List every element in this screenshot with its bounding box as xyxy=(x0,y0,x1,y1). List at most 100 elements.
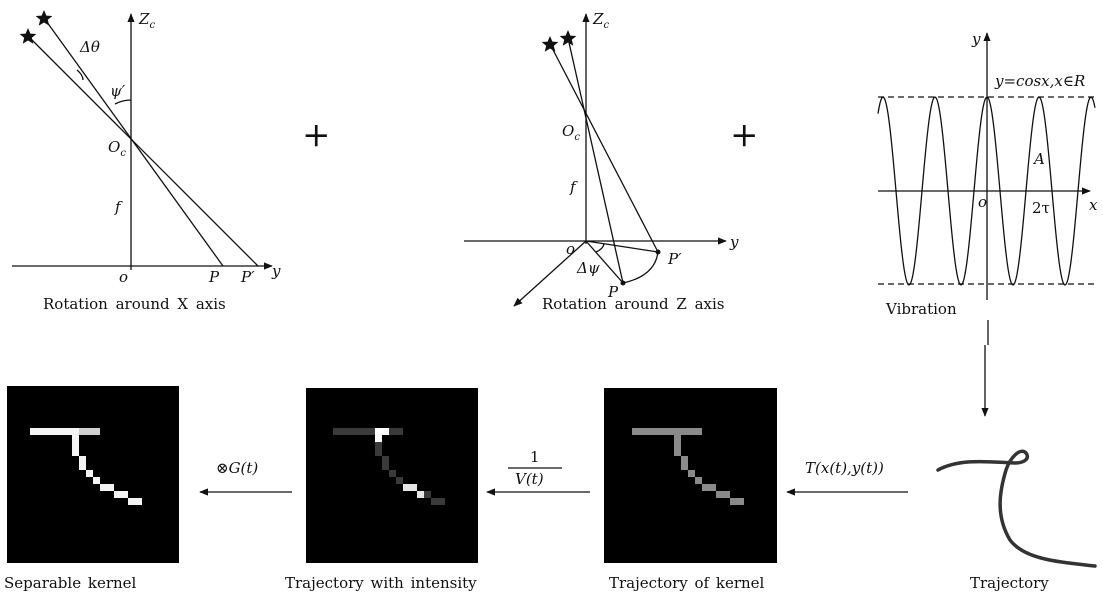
kernel-pixel xyxy=(114,491,121,498)
star-icon xyxy=(541,36,559,52)
kernel-pixel xyxy=(709,484,716,491)
kernel-pixel xyxy=(72,428,79,435)
bottom-arrows xyxy=(199,467,908,496)
origin-label: o xyxy=(119,268,128,286)
kernel-pixel xyxy=(375,435,382,442)
base-to-p xyxy=(585,240,624,284)
svg-text:Oc: Oc xyxy=(108,138,126,159)
delta-psi-arc xyxy=(595,243,605,253)
delta-psi-label: Δψ xyxy=(576,259,600,277)
kernel-pixel xyxy=(107,484,114,491)
kernel-pixel xyxy=(72,435,79,442)
point-p-dot xyxy=(620,280,626,286)
points-z xyxy=(620,249,661,286)
kernel-pixel xyxy=(431,498,438,505)
origin-label: o xyxy=(566,240,575,258)
rotation-arc xyxy=(622,251,659,284)
kernel-pixel xyxy=(639,428,646,435)
kernel-pixel xyxy=(37,428,44,435)
p-prime-label: P′ xyxy=(667,250,682,268)
kernel-pixel xyxy=(681,463,688,470)
kernel-pixel xyxy=(716,491,723,498)
kernel-pixel xyxy=(674,442,681,449)
p-label: P xyxy=(607,283,619,301)
y-label: y xyxy=(729,233,739,251)
panel-rotation-z xyxy=(464,13,727,307)
kernel-pixel xyxy=(375,442,382,449)
intensity-image xyxy=(306,388,478,563)
separable-trajectory-pixels xyxy=(30,428,142,505)
x-axis-diag xyxy=(513,240,587,307)
panel-rotation-x xyxy=(12,13,273,270)
stars-x xyxy=(19,10,53,44)
kernel-pixel xyxy=(382,463,389,470)
kernel-pixel xyxy=(403,484,410,491)
kernel-pixel xyxy=(375,428,382,435)
kernel-pixel xyxy=(737,498,744,505)
kernel-pixel xyxy=(100,484,107,491)
arrow2-numerator: 1 xyxy=(530,448,540,466)
kernel-pixel xyxy=(674,449,681,456)
kernel-pixel xyxy=(695,477,702,484)
point-p-prime-dot xyxy=(655,249,661,255)
kernel-pixel xyxy=(681,456,688,463)
kernel-pixel xyxy=(347,428,354,435)
kernel-pixel xyxy=(653,428,660,435)
kernel-pixel xyxy=(646,428,653,435)
labels-z: Zc Oc f o y Δψ P P′ xyxy=(562,10,739,301)
kernel-pixel xyxy=(79,428,86,435)
kernel-pixel xyxy=(382,428,389,435)
plus-sign: + xyxy=(302,115,331,155)
p-label: P xyxy=(208,268,220,286)
kernel-pixel xyxy=(417,491,424,498)
arrow3-label: ⊗G(t) xyxy=(216,459,258,477)
psi-prime-label: ψ′ xyxy=(110,82,126,100)
equation-label: y=cosx,x∈R xyxy=(994,72,1085,90)
labels-x: Zc Δθ ψ′ Oc f o P P′ y xyxy=(79,10,281,286)
delta-theta-arc xyxy=(76,69,84,81)
period-label: 2τ xyxy=(1032,199,1050,217)
kernel-pixel xyxy=(51,428,58,435)
caption-separable-kernel: Separable kernel xyxy=(4,574,137,592)
kernel-pixel xyxy=(93,477,100,484)
kernel-pixel xyxy=(44,428,51,435)
kernel-pixel xyxy=(424,491,431,498)
kernel-pixel xyxy=(79,456,86,463)
y-label: y xyxy=(271,262,281,280)
oc-label: O xyxy=(108,138,120,156)
f-label: f xyxy=(569,178,578,196)
kernel-pixel xyxy=(389,470,396,477)
kernel-pixel xyxy=(79,463,86,470)
caption-rotation-x: Rotation around X axis xyxy=(43,295,226,313)
trajectory-curve xyxy=(936,449,1097,568)
delta-theta-label: Δθ xyxy=(79,38,100,56)
caption-trajectory-of-kernel: Trajectory of kernel xyxy=(609,574,765,592)
caption-trajectory-with-intensity: Trajectory with intensity xyxy=(285,574,477,592)
vib-y-label: y xyxy=(971,30,981,48)
caption-trajectory: Trajectory xyxy=(970,574,1049,592)
ray-to-p-prime xyxy=(549,43,659,253)
arrow1-label: T(x(t),y(t)) xyxy=(805,459,884,477)
kernel-pixel xyxy=(396,428,403,435)
kernel-pixel xyxy=(382,456,389,463)
psi-prime-arc xyxy=(114,99,132,105)
kernel-pixel xyxy=(688,470,695,477)
kernel-pixel xyxy=(72,449,79,456)
star-icon xyxy=(559,30,577,46)
kernel-pixel xyxy=(667,428,674,435)
intensity-trajectory-pixels xyxy=(333,428,445,505)
kernel-pixel xyxy=(674,435,681,442)
kernel-pixel xyxy=(58,428,65,435)
kernel-pixel xyxy=(86,428,93,435)
kernel-pixel xyxy=(438,498,445,505)
zc-label: Z xyxy=(138,10,150,28)
caption-rotation-z: Rotation around Z axis xyxy=(542,295,725,313)
p-prime-label: P′ xyxy=(240,268,255,286)
vib-origin-label: o xyxy=(978,193,987,211)
plus-sign: + xyxy=(730,115,759,155)
kernel-pixel xyxy=(674,428,681,435)
trajectory-image xyxy=(936,449,1097,568)
kernel-trajectory-pixels xyxy=(632,428,744,505)
kernel-pixel xyxy=(695,428,702,435)
